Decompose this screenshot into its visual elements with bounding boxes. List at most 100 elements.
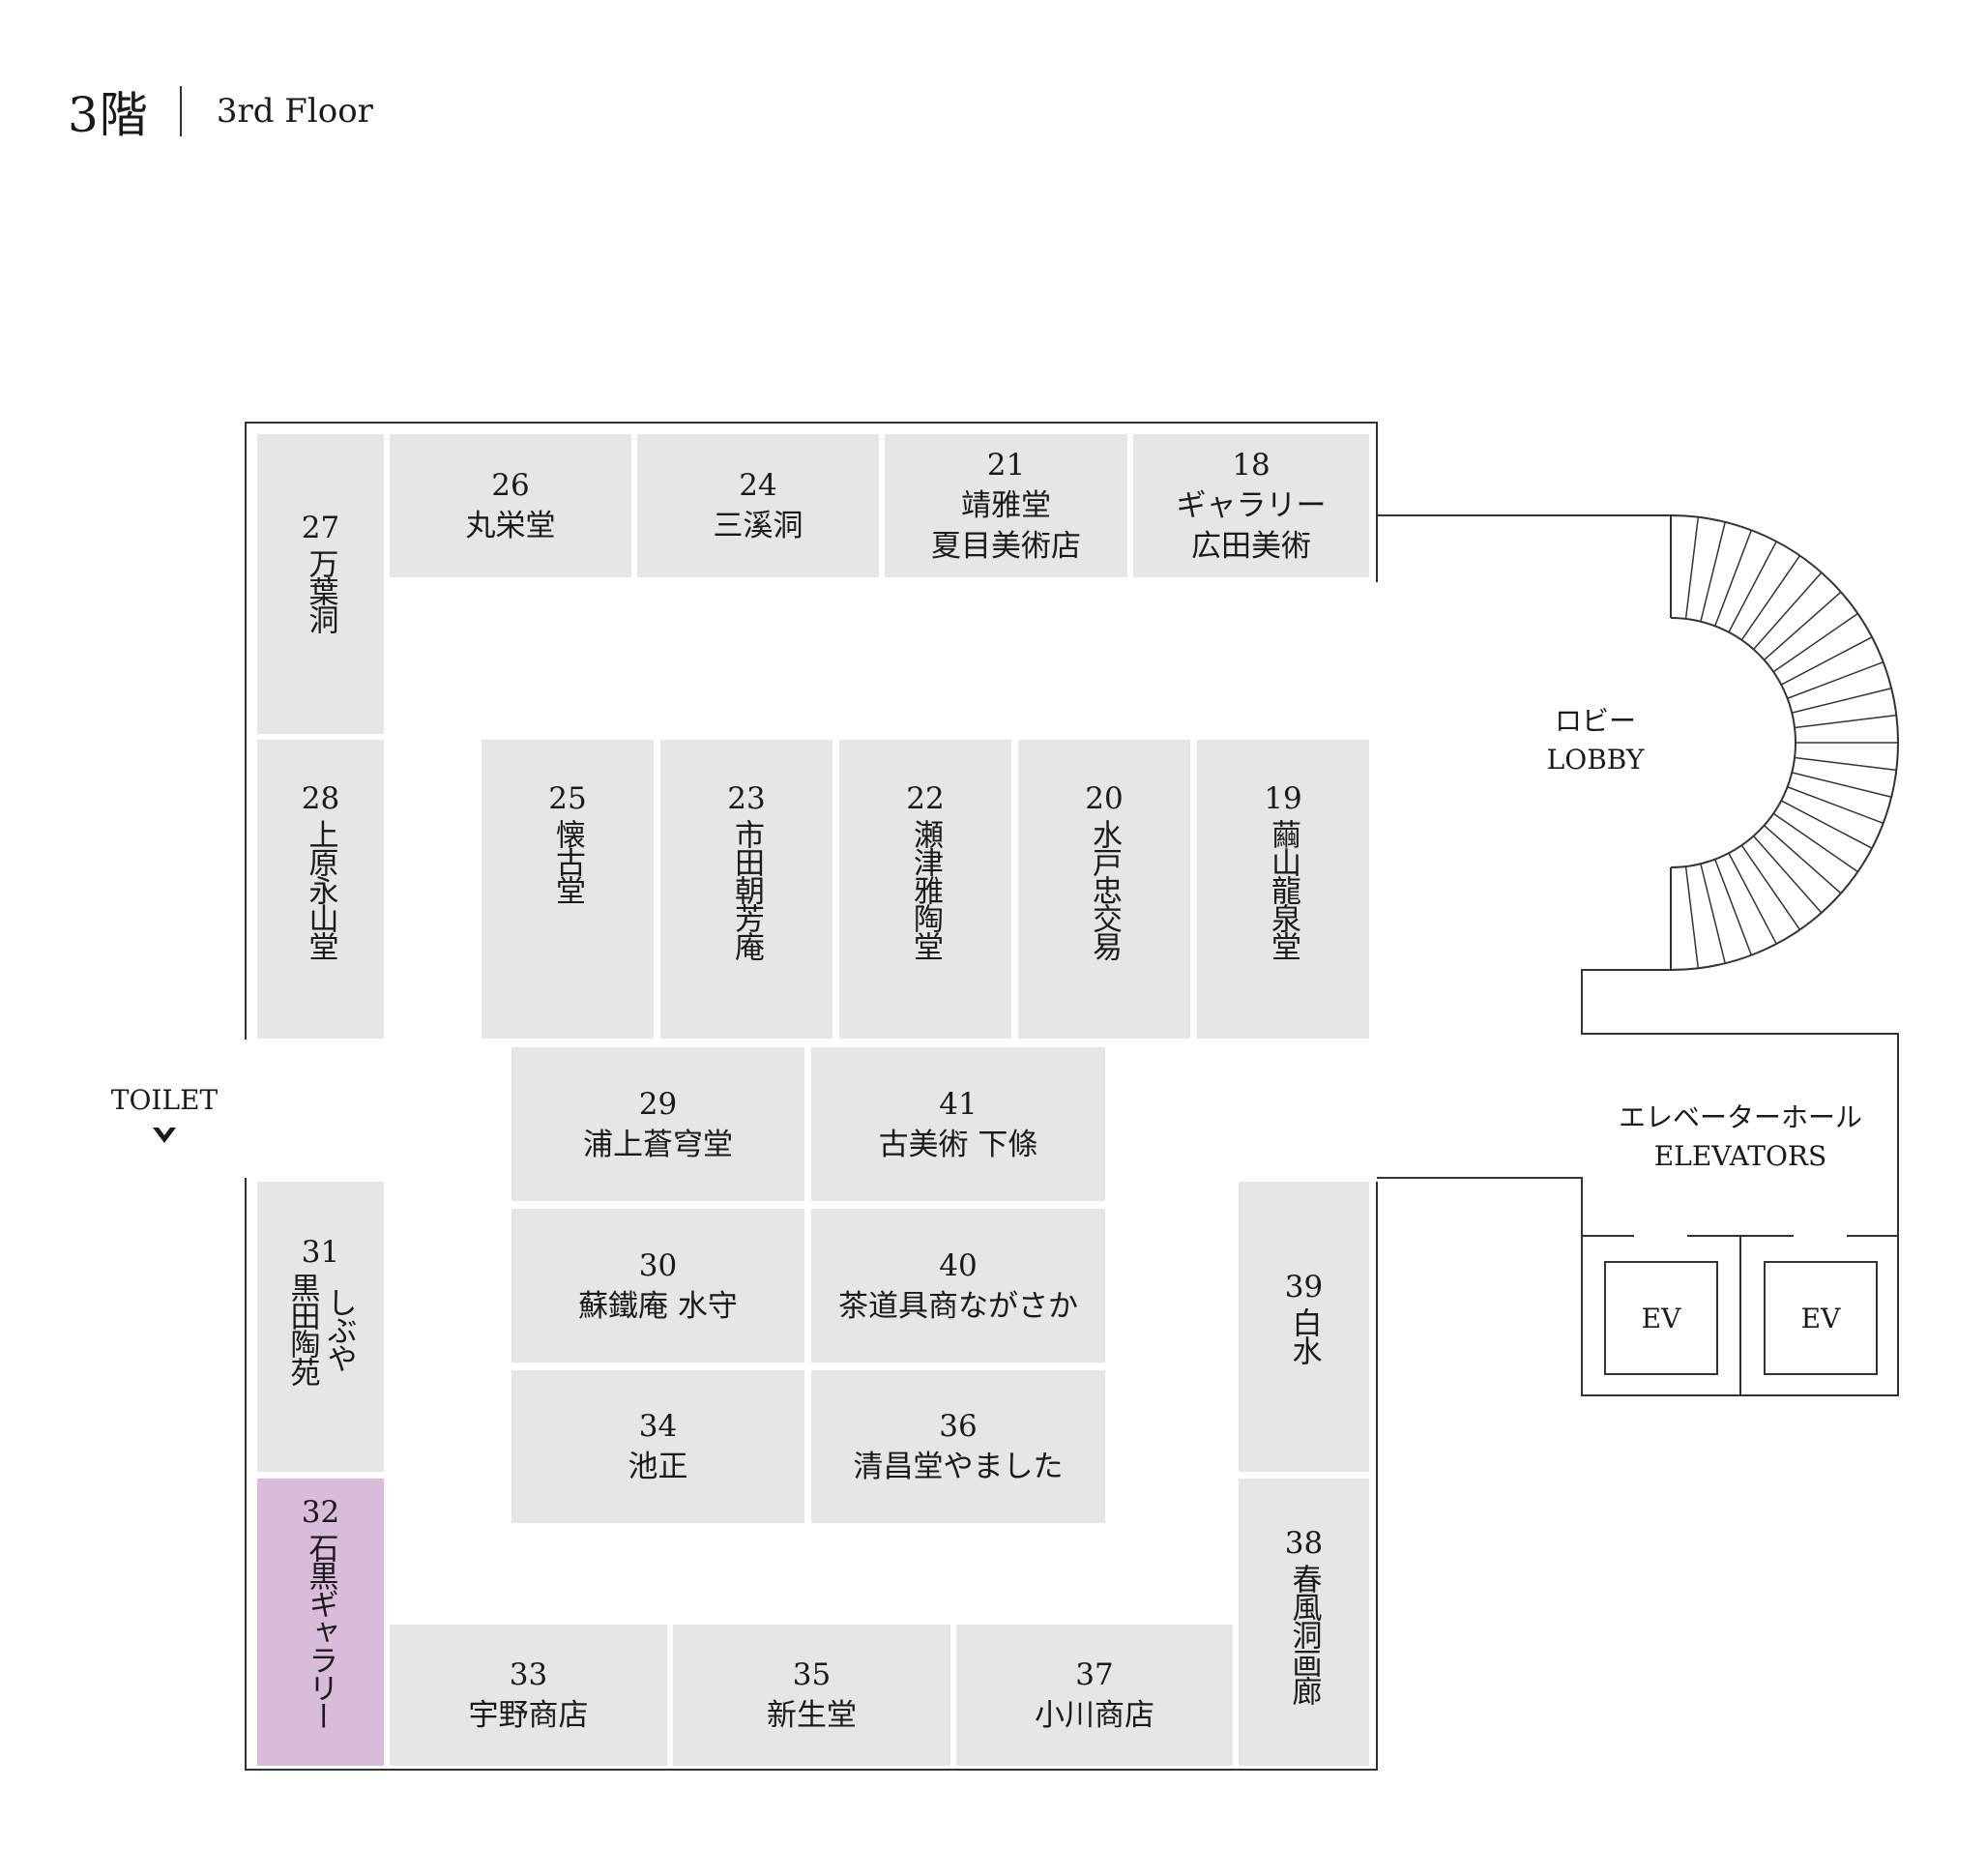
booth-number: 18 — [1232, 448, 1270, 483]
stair-step — [1740, 555, 1801, 641]
stair-step — [1787, 660, 1884, 699]
booth-number: 21 — [986, 448, 1026, 483]
stair-step — [1728, 541, 1777, 633]
booth-25[interactable]: 25 懐古堂 — [482, 740, 654, 1039]
booth-35[interactable]: 35 新生堂 — [673, 1625, 950, 1766]
lobby-label-jp: ロビー — [1554, 705, 1636, 737]
booth-name: 清昌堂やました — [853, 1450, 1064, 1484]
booth-number: 36 — [939, 1409, 978, 1444]
staircase — [1670, 617, 1796, 868]
stair-step — [1714, 530, 1753, 627]
booth-33[interactable]: 33 宇野商店 — [390, 1625, 667, 1766]
floor-title-en: 3rd Floor — [216, 92, 373, 131]
stair-step — [1764, 591, 1842, 661]
booth-name: 小川商店 — [1035, 1698, 1154, 1733]
booth-number: 40 — [939, 1247, 978, 1283]
booth-32[interactable]: 32 石黒ギャラリー — [257, 1479, 384, 1766]
booth-name: 水戸忠交易 — [1087, 819, 1122, 959]
booth-18[interactable]: 18 ギャラリー 広田美術 — [1133, 434, 1369, 577]
elevator-hall-wall — [1377, 969, 1899, 1396]
stair-step — [1792, 772, 1892, 798]
booth-number: 24 — [739, 468, 777, 503]
hall-wall — [245, 422, 1378, 1040]
booth-number: 33 — [509, 1657, 548, 1692]
stair-step — [1794, 756, 1897, 772]
booth-30[interactable]: 30 蘇鐵庵 水守 — [511, 1209, 804, 1363]
booth-38[interactable]: 38 春風洞画廊 — [1239, 1479, 1369, 1766]
booth-number: 19 — [1264, 781, 1302, 816]
booth-20[interactable]: 20 水戸忠交易 — [1018, 740, 1190, 1039]
booth-name: 石黒ギャラリー — [303, 1533, 338, 1729]
booth-24[interactable]: 24 三溪洞 — [637, 434, 879, 577]
booth-19[interactable]: 19 繭山龍泉堂 — [1197, 740, 1369, 1039]
chevron-down-icon — [153, 1128, 176, 1143]
elevator-2-label: EV — [1800, 1302, 1841, 1334]
booth-23[interactable]: 23 市田朝芳庵 — [660, 740, 832, 1039]
stair-step — [1792, 688, 1892, 714]
booth-name: 上原永山堂 — [303, 819, 338, 959]
stair-step — [1764, 824, 1842, 894]
booth-number: 22 — [906, 781, 945, 816]
booth-name: 池正 — [628, 1450, 688, 1484]
elevator-1-label: EV — [1641, 1302, 1681, 1334]
booth-29[interactable]: 29 浦上蒼穹堂 — [511, 1047, 804, 1201]
booth-number: 35 — [792, 1657, 832, 1692]
booth-name: 夏目美術店 — [931, 529, 1081, 564]
booth-name: 懐古堂 — [550, 819, 585, 903]
booth-26[interactable]: 26 丸栄堂 — [390, 434, 631, 577]
booth-number: 26 — [491, 468, 530, 503]
booth-36[interactable]: 36 清昌堂やました — [811, 1370, 1105, 1523]
booth-number: 31 — [301, 1235, 340, 1270]
stair-step — [1700, 521, 1726, 622]
booth-name: ギャラリー — [1176, 488, 1327, 523]
elevator-hall-label-en: ELEVATORS — [1653, 1140, 1827, 1172]
booth-name: 蘇鐵庵 水守 — [578, 1288, 738, 1324]
booth-number: 32 — [301, 1495, 340, 1530]
booth-name: 古美術 下條 — [878, 1127, 1038, 1162]
booth-name: 黒田陶苑 — [284, 1273, 320, 1385]
booth-name: 三溪洞 — [713, 509, 803, 543]
booth-name: 茶道具商ながさか — [838, 1288, 1078, 1324]
booth-37[interactable]: 37 小川商店 — [956, 1625, 1233, 1766]
booth-name: 広田美術 — [1191, 529, 1311, 564]
booth-number: 39 — [1284, 1270, 1324, 1304]
stair-step — [1780, 800, 1873, 849]
booth-name: 市田朝芳庵 — [729, 819, 764, 959]
booth-name: 繭山龍泉堂 — [1266, 819, 1300, 959]
booth-name: 宇野商店 — [468, 1698, 589, 1733]
booth-41[interactable]: 41 古美術 下條 — [811, 1047, 1105, 1201]
booth-number: 23 — [727, 781, 766, 816]
booth-name: 白水 — [1286, 1307, 1322, 1363]
lobby-label-en: LOBBY — [1546, 744, 1645, 776]
booth-number: 30 — [638, 1247, 678, 1283]
stair-step — [1740, 844, 1801, 930]
stair-step — [1772, 812, 1858, 873]
booth-name: 瀬津雅陶堂 — [908, 819, 943, 959]
elevator-hall-label-jp: エレベーターホール — [1618, 1101, 1862, 1133]
booth-34[interactable]: 34 池正 — [511, 1370, 804, 1523]
toilet-label: TOILET — [110, 1084, 219, 1116]
booth-39[interactable]: 39 白水 — [1239, 1182, 1369, 1472]
booth-number: 29 — [638, 1086, 678, 1122]
header-divider — [179, 86, 182, 136]
floor-header: 3階 3rd Floor — [68, 77, 373, 145]
booth-22[interactable]: 22 瀬津雅陶堂 — [839, 740, 1011, 1039]
stair-step — [1794, 714, 1897, 729]
stair-step — [1714, 859, 1753, 955]
booth-number: 20 — [1085, 781, 1124, 816]
staircase-steps — [1684, 516, 1898, 969]
booth-number: 27 — [301, 511, 340, 545]
booth-40[interactable]: 40 茶道具商ながさか — [811, 1209, 1105, 1363]
hall-wall — [245, 1178, 1378, 1771]
booth-21[interactable]: 21 靖雅堂 夏目美術店 — [885, 434, 1127, 577]
booth-27[interactable]: 27 万葉洞 — [257, 434, 384, 734]
booth-number: 25 — [548, 781, 587, 816]
elevator-car-1 — [1604, 1261, 1718, 1375]
booth-31[interactable]: 31 しぶや 黒田陶苑 — [257, 1182, 384, 1472]
booth-number: 28 — [301, 781, 340, 816]
stair-step — [1780, 636, 1873, 686]
booth-number: 37 — [1075, 1657, 1114, 1692]
stair-step — [1684, 516, 1700, 620]
booth-28[interactable]: 28 上原永山堂 — [257, 740, 384, 1039]
